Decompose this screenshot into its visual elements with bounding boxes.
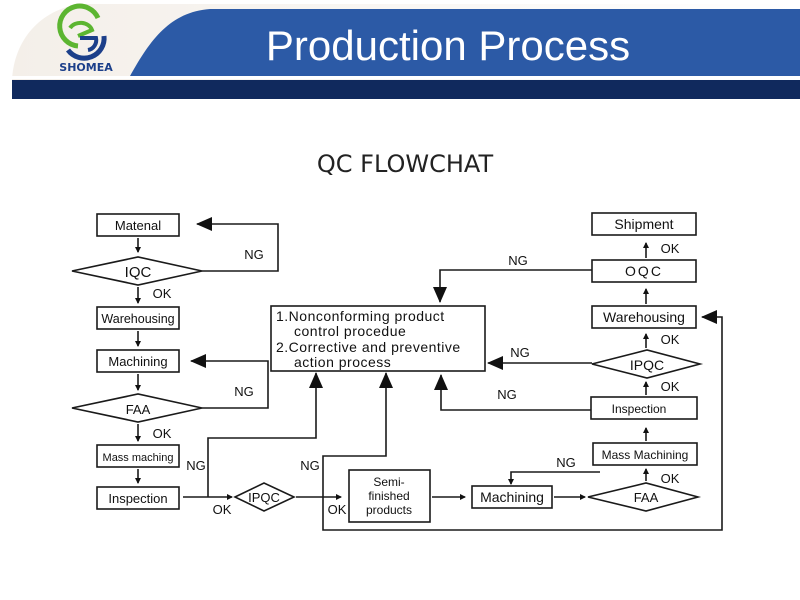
arrow-loop-to-warehousing — [322, 310, 723, 531]
ok-label-ipqc-bottom: OK — [328, 502, 347, 517]
ng-label-oqc: NG — [508, 253, 528, 268]
process-line-2: control procedue — [294, 323, 406, 339]
node-mass-maching-label: Mass maching — [103, 452, 174, 464]
node-inspection-left-label: Inspection — [108, 491, 167, 506]
ng-label-ipqc-right: NG — [510, 345, 530, 360]
ng-label-inspection-left: NG — [186, 458, 206, 473]
decision-ipqc-right-label: IPQC — [630, 357, 664, 373]
ok-label-ipqc-right: OK — [661, 332, 680, 347]
ng-label-inspection-right: NG — [497, 387, 517, 402]
decision-faa-left-label: FAA — [126, 402, 151, 417]
ng-label-faa-left: NG — [234, 384, 254, 399]
arrow-faa-ng — [190, 354, 269, 409]
decision-faa-left: FAA — [71, 393, 203, 423]
node-warehousing-left: Warehousing — [96, 306, 180, 330]
node-warehousing-right-label: Warehousing — [603, 309, 685, 325]
node-machining-left-label: Machining — [108, 354, 167, 369]
process-line-3: 2.Corrective and preventive — [276, 339, 461, 355]
header-dark-strip — [12, 80, 800, 99]
node-inspection-right: Inspection — [590, 396, 698, 420]
ok-label-inspection: OK — [213, 502, 232, 517]
decision-ipqc-bottom: IPQC — [233, 482, 296, 512]
node-shipment: Shipment — [591, 212, 697, 236]
node-machining-left: Machining — [96, 349, 180, 373]
title-band — [130, 9, 800, 76]
arrow-faa-right-ng — [508, 471, 600, 485]
ok-label-iqc: OK — [153, 286, 172, 301]
ok-label-inspection-right: OK — [661, 379, 680, 394]
ng-label-ipqc-bottom: NG — [300, 458, 320, 473]
decision-ipqc-bottom-label: IPQC — [248, 490, 280, 505]
ok-label-faa-right: OK — [661, 471, 680, 486]
node-shipment-label: Shipment — [614, 216, 673, 232]
node-inspection-right-label: Inspection — [612, 402, 667, 416]
decision-faa-right-label: FAA — [634, 490, 659, 505]
node-mass-machining-label: Mass Machining — [602, 448, 689, 462]
node-mass-maching: Mass maching — [96, 444, 180, 468]
diagram-title: QC FLOWCHAT — [317, 150, 494, 178]
arrow-inspection-right-ng — [434, 374, 591, 411]
node-oqc-label: OQC — [625, 263, 663, 279]
page-title: Production Process — [266, 22, 630, 69]
header-banner: SHOMEA Production Process — [0, 0, 800, 100]
ok-label-faa-left: OK — [153, 426, 172, 441]
ng-label-iqc: NG — [244, 247, 264, 262]
process-line-4: action process — [294, 354, 391, 370]
logo-icon — [57, 3, 107, 61]
node-warehousing-left-label: Warehousing — [101, 312, 174, 326]
semi-line-3: products — [366, 503, 412, 517]
node-mass-machining: Mass Machining — [592, 442, 698, 466]
decision-iqc-label: IQC — [125, 264, 152, 281]
node-material-label: Matenal — [115, 218, 161, 233]
node-machining-bottom-label: Machining — [480, 489, 544, 505]
arrow-oqc-ng — [433, 269, 592, 303]
ok-label-oqc: OK — [661, 241, 680, 256]
node-inspection-left: Inspection — [96, 486, 180, 510]
arrow-ipqc-ng — [322, 372, 393, 497]
logo-text: SHOMEA — [59, 61, 113, 74]
arrow-iqc-ng — [196, 217, 279, 272]
logo: SHOMEA — [57, 3, 113, 74]
node-nonconforming-process: 1.Nonconforming product control procedue… — [270, 305, 486, 372]
arrow-inspection-ng — [207, 372, 323, 497]
decision-iqc: IQC — [71, 256, 203, 286]
decision-faa-right: FAA — [587, 482, 702, 512]
node-material: Matenal — [96, 213, 180, 237]
semi-line-2: finished — [368, 489, 409, 503]
node-machining-bottom: Machining — [471, 485, 553, 509]
semi-line-1: Semi- — [373, 475, 404, 489]
decision-ipqc-right: IPQC — [591, 349, 704, 379]
node-semi-finished: Semi- finished products — [348, 469, 431, 523]
node-warehousing-right: Warehousing — [591, 305, 697, 329]
node-oqc: OQC — [591, 259, 697, 283]
process-line-1: 1.Nonconforming product — [276, 308, 445, 324]
ng-label-faa-right: NG — [556, 455, 576, 470]
